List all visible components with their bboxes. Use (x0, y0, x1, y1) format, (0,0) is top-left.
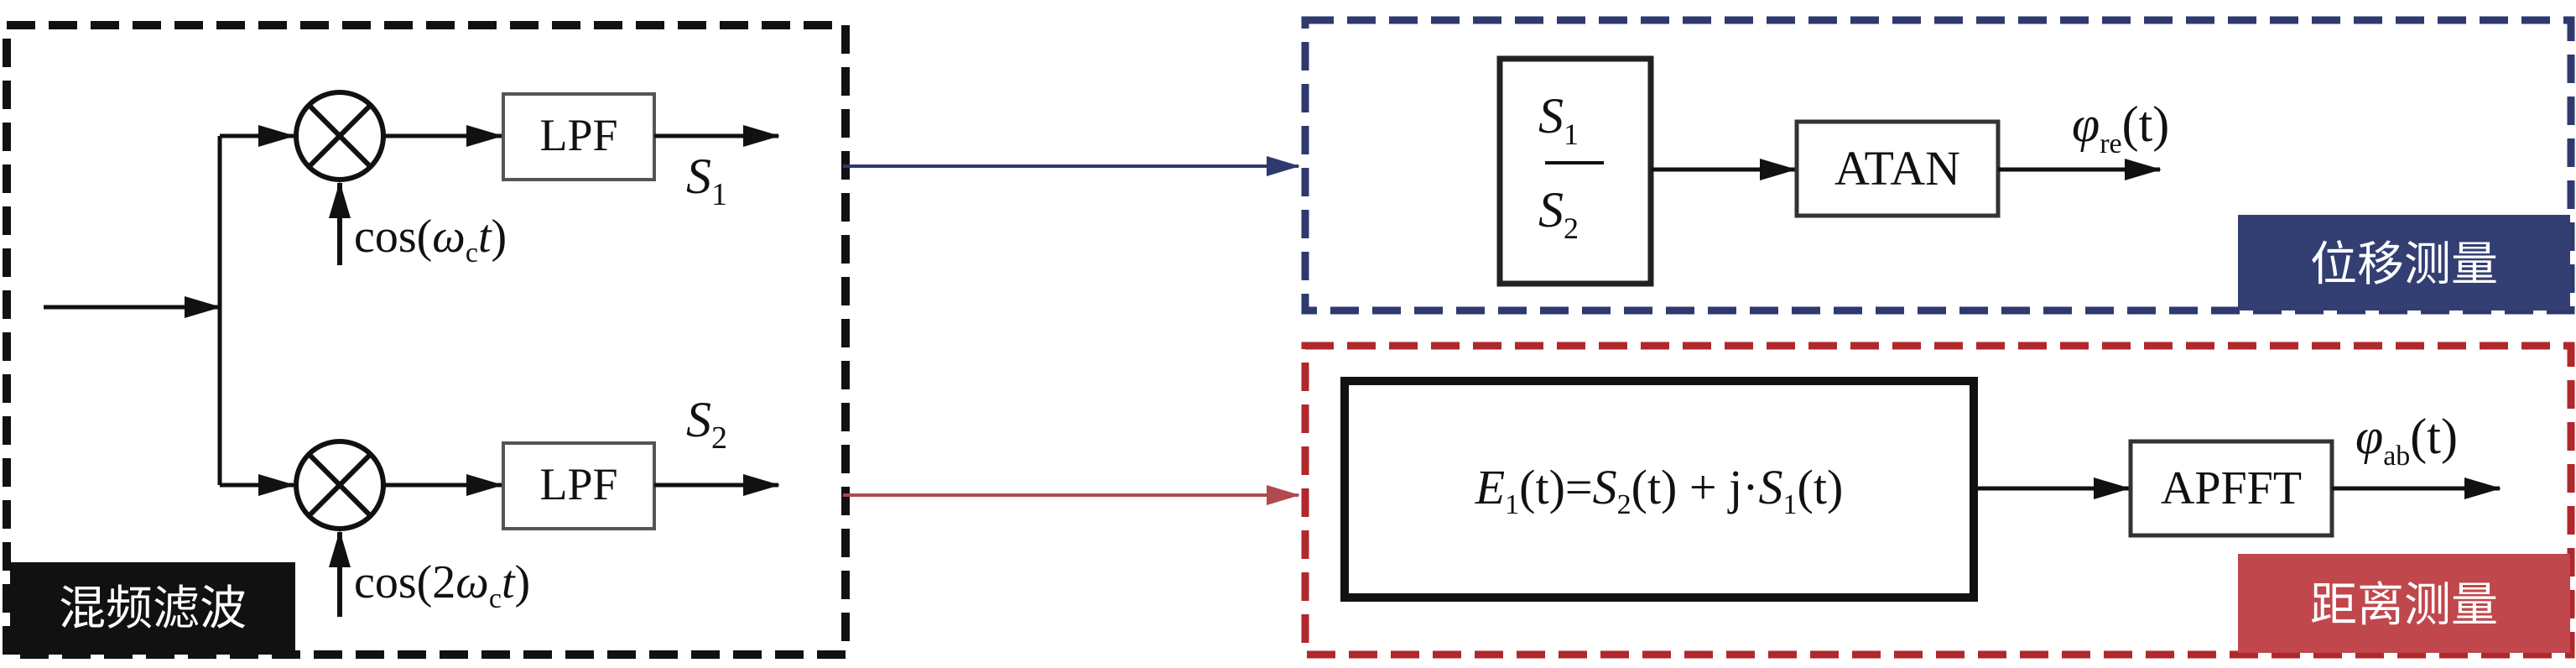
displacement-label-bg (2238, 215, 2570, 311)
apfft-label: APFFT (2161, 462, 2302, 514)
s2-label: S2 (686, 392, 727, 456)
phi-ab-label: φab(t) (2355, 409, 2458, 472)
lpf-bottom-label: LPF (539, 459, 617, 509)
phi-re-label: φre(t) (2072, 97, 2169, 159)
atan-label: ATAN (1834, 141, 1960, 196)
ratio-denominator: S2 (1538, 182, 1579, 245)
cos-bottom-label: cos(2ωct) (354, 556, 530, 614)
distance-group: E1(t)=S2(t) + j·S1(t) APFFT φab(t) 距离测量 (1301, 342, 2575, 659)
lpf-top-label: LPF (539, 110, 617, 160)
displacement-label: 位移测量 (2310, 237, 2498, 292)
mixing-group-border (3, 21, 850, 659)
displacement-group-border (1301, 16, 2575, 315)
displacement-group: S1 S2 ATAN φre(t) 位移测量 (1301, 16, 2575, 315)
mixer-top (294, 90, 386, 182)
mixer-bottom (294, 439, 386, 531)
distance-group-border (1301, 342, 2575, 659)
formula-text: E1(t)=S2(t) + j·S1(t) (1475, 460, 1844, 520)
mixing-filter-group: LPF LPF S1 S2 cos(ωct) cos(2ωct) 混频滤波 (3, 21, 850, 659)
apfft-box (2128, 439, 2334, 538)
s1-label: S1 (686, 149, 727, 212)
ratio-numerator: S1 (1538, 88, 1579, 151)
cos-top-label: cos(ωct) (354, 211, 507, 269)
mixing-label: 混频滤波 (59, 582, 247, 636)
distance-label-bg (2238, 554, 2570, 653)
ratio-box (1496, 55, 1654, 287)
lpf-bottom-box (502, 441, 656, 530)
mixing-label-bg (10, 562, 295, 655)
atan-box (1794, 119, 2001, 218)
distance-label: 距离测量 (2310, 578, 2498, 633)
